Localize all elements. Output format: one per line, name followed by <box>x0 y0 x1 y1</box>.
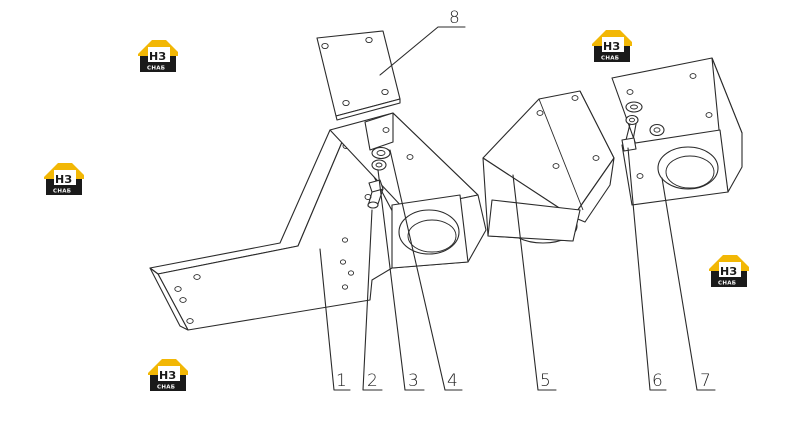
callout-label: 3 <box>408 371 419 391</box>
svg-text:НЗ: НЗ <box>55 173 72 186</box>
part-4-bearing-housing <box>329 112 487 269</box>
part-8-plate <box>316 30 401 121</box>
svg-text:СНАБ: СНАБ <box>53 189 71 195</box>
svg-text:НЗ: НЗ <box>720 265 737 278</box>
leader-lines <box>319 26 716 391</box>
watermark-logo: НЗ СНАБ <box>138 40 178 72</box>
part-1-bracket-plate <box>149 127 406 331</box>
svg-text:СНАБ: СНАБ <box>157 385 175 391</box>
callout-label: 5 <box>540 371 551 391</box>
watermark-logo: НЗ СНАБ <box>148 359 188 391</box>
callout-label: 4 <box>447 371 458 391</box>
svg-text:СНАБ: СНАБ <box>718 281 736 287</box>
svg-text:СНАБ: СНАБ <box>147 66 165 72</box>
callout-label: 6 <box>652 371 663 391</box>
part-6-bolt <box>621 101 643 152</box>
watermark-logo: НЗ СНАБ <box>44 163 84 195</box>
callout-label: 1 <box>336 371 347 391</box>
watermark-logo: НЗ СНАБ <box>592 30 632 62</box>
part-5-bearing-housing <box>482 90 615 244</box>
part-7-bearing-housing <box>611 57 743 206</box>
watermark-logo: НЗ СНАБ <box>709 255 749 287</box>
part-3-washer <box>371 146 391 171</box>
svg-text:НЗ: НЗ <box>159 369 176 382</box>
svg-text:НЗ: НЗ <box>149 50 166 63</box>
callout-label: 7 <box>700 371 711 391</box>
svg-text:НЗ: НЗ <box>603 40 620 53</box>
svg-text:СНАБ: СНАБ <box>601 56 619 62</box>
callout-label: 8 <box>449 8 460 28</box>
callout-label: 2 <box>367 371 378 391</box>
